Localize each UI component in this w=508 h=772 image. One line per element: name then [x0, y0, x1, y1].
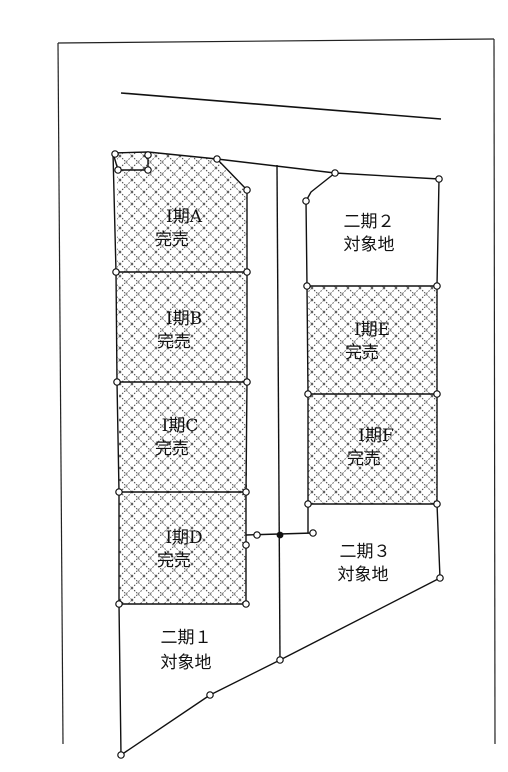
road-junction-point	[276, 531, 284, 539]
lot-status-phase1-f: 完売	[347, 449, 381, 469]
outer-frame	[57, 38, 496, 745]
lot-status-phase1-a: 完売	[155, 230, 189, 250]
lot-label-phase2-2: 二期２	[344, 212, 395, 232]
lot-status-phase2-3: 対象地	[338, 565, 389, 585]
lot-status-phase1-d: 完売	[157, 551, 191, 571]
lot-status-phase1-c: 完売	[155, 439, 189, 459]
lot-label-phase1-a: Ⅰ期A	[166, 207, 203, 227]
lot-status-phase2-2: 対象地	[344, 235, 395, 255]
lot-status-phase1-e: 完売	[345, 343, 379, 363]
lot-status-phase1-b: 完売	[157, 332, 191, 352]
lot-label-phase1-b: Ⅰ期B	[166, 309, 202, 329]
lot-label-phase2-3: 二期３	[340, 542, 391, 562]
lot-label-phase1-d: Ⅰ期D	[165, 528, 202, 548]
lot-status-phase2-1: 対象地	[161, 653, 212, 673]
sold-lots-hatching	[117, 152, 437, 604]
road-line	[120, 92, 442, 120]
lot-label-phase1-f: Ⅰ期F	[358, 426, 394, 446]
lot-label-phase1-c: Ⅰ期C	[162, 416, 199, 436]
survey-points	[111, 150, 444, 759]
lot-label-phase2-1: 二期１	[161, 628, 212, 648]
lot-labels: Ⅰ期A 完売 Ⅰ期B 完売 Ⅰ期C 完売 Ⅰ期D 完売 Ⅰ期E 完売 Ⅰ期F 完…	[155, 207, 395, 673]
lot-label-phase1-e: Ⅰ期E	[354, 320, 390, 340]
